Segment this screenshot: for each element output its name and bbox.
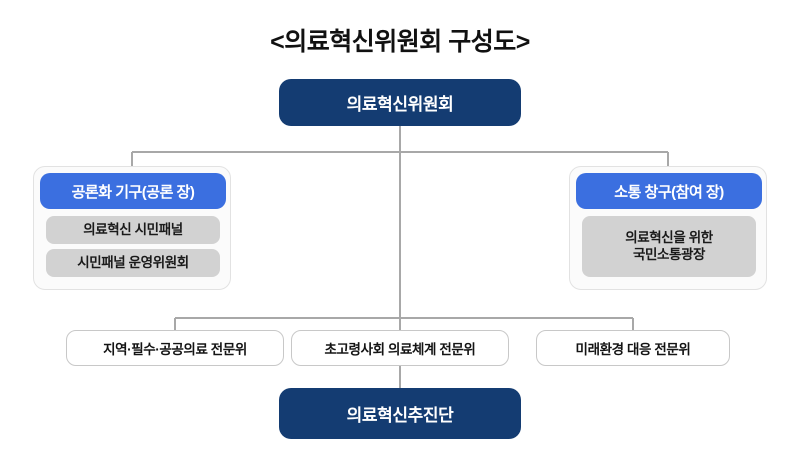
committee-future-environment-response[interactable]: 미래환경 대응 전문위 xyxy=(536,330,730,366)
panel-right-header[interactable]: 소통 창구(참여 장) xyxy=(576,173,762,209)
page-title: <의료혁신위원회 구성도> xyxy=(270,28,530,56)
committee-super-aged-society-healthcare-system[interactable]: 초고령사회 의료체계 전문위 xyxy=(291,330,509,366)
panel-public-deliberation: 공론화 기구(공론 장) 의료혁신 시민패널 시민패널 운영위원회 xyxy=(33,166,231,290)
committee-regional-essential-public-healthcare[interactable]: 지역·필수·공공의료 전문위 xyxy=(66,330,284,366)
panel-communication-channel: 소통 창구(참여 장) 의료혁신을 위한 국민소통광장 xyxy=(569,166,767,290)
committee-2-label: 미래환경 대응 전문위 xyxy=(575,342,691,357)
committee-1-label: 초고령사회 의료체계 전문위 xyxy=(324,342,476,357)
node-bottom-label: 의료혁신추진단 xyxy=(346,406,454,425)
panel-left-header[interactable]: 공론화 기구(공론 장) xyxy=(40,173,226,209)
panel-right-item-1-label: 의료혁신을 위한 국민소통광장 xyxy=(625,230,713,264)
panel-left-item-1-label: 의료혁신 시민패널 xyxy=(83,221,183,237)
committee-0-label: 지역·필수·공공의료 전문위 xyxy=(103,342,247,357)
panel-right-item-1-line1: 의료혁신을 위한 xyxy=(625,229,713,245)
node-medical-innovation-task-force[interactable]: 의료혁신추진단 xyxy=(279,388,521,439)
panel-right-item-1-line2: 국민소통광장 xyxy=(632,246,706,262)
panel-left-item-2[interactable]: 시민패널 운영위원회 xyxy=(46,249,220,277)
panel-left-item-1[interactable]: 의료혁신 시민패널 xyxy=(46,216,220,244)
node-medical-innovation-committee[interactable]: 의료혁신위원회 xyxy=(279,79,521,126)
panel-left-header-label: 공론화 기구(공론 장) xyxy=(71,183,195,201)
node-root-label: 의료혁신위원회 xyxy=(346,95,454,114)
panel-left-item-2-label: 시민패널 운영위원회 xyxy=(77,254,189,270)
panel-right-header-label: 소통 창구(참여 장) xyxy=(614,183,724,201)
panel-right-item-1[interactable]: 의료혁신을 위한 국민소통광장 xyxy=(582,216,756,277)
